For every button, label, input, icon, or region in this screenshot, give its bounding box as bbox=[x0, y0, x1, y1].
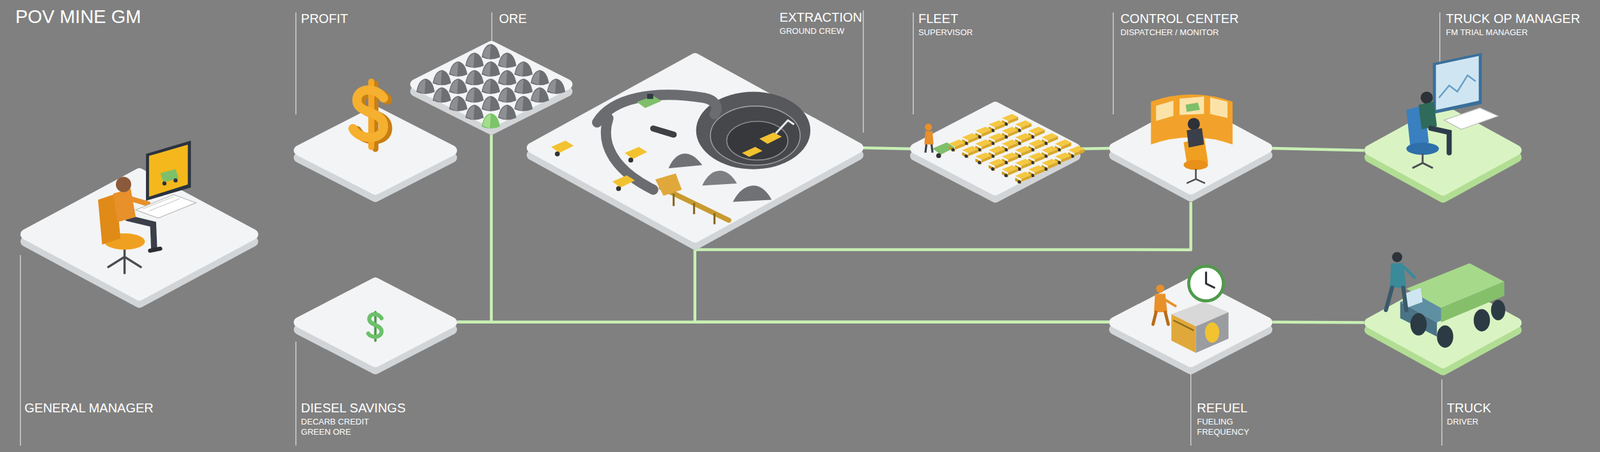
isometric-platform bbox=[910, 101, 1081, 203]
platform-top bbox=[531, 58, 859, 239]
node-heading: ORE bbox=[499, 11, 527, 27]
node-subtitle: FUELING FREQUENCY bbox=[1196, 417, 1273, 439]
node-label: EXTRACTIONGROUND CREW bbox=[779, 10, 863, 37]
platform-illustration bbox=[924, 114, 1085, 185]
node-label: GENERAL MANAGER bbox=[24, 401, 154, 416]
platform-node: PROFIT bbox=[293, 106, 457, 203]
node-label: PROFIT bbox=[300, 11, 348, 27]
isometric-platform bbox=[1364, 277, 1522, 376]
node-subtitle: DISPATCHER / MONITOR bbox=[1120, 27, 1240, 38]
leader-line-part bbox=[491, 12, 493, 45]
leader-line-part bbox=[1112, 12, 1114, 114]
node-label: FLEETSUPERVISOR bbox=[918, 11, 973, 38]
isometric-platform bbox=[1364, 104, 1522, 203]
platform-illustration bbox=[353, 81, 388, 150]
node-label: TRUCK OP MANAGERFM TRIAL MANAGER bbox=[1445, 11, 1581, 38]
platform-node: DIESEL SAVINGSDECARB CREDIT GREEN ORE bbox=[293, 277, 457, 375]
platform-illustration bbox=[416, 44, 566, 129]
leader-line bbox=[20, 10, 1442, 447]
node-heading: TRUCK bbox=[1447, 401, 1492, 416]
leader-line-part bbox=[295, 12, 297, 114]
platform-node: ORE bbox=[410, 40, 573, 136]
connector-line bbox=[695, 250, 1110, 323]
platform-node: CONTROL CENTERDISPATCHER / MONITOR bbox=[1109, 101, 1273, 202]
node-heading: FLEET bbox=[918, 11, 973, 27]
diagram-title: POV MINE GM bbox=[15, 7, 142, 28]
connector-line bbox=[1080, 147, 1110, 151]
platform-node: REFUELFUELING FREQUENCY bbox=[1109, 277, 1273, 375]
node-heading: DIESEL SAVINGS bbox=[300, 401, 406, 416]
platform-node: GENERAL MANAGER bbox=[20, 168, 258, 308]
leader-line-part bbox=[295, 341, 297, 447]
node-label: ORE bbox=[499, 11, 527, 27]
connector-line bbox=[1272, 148, 1365, 151]
node-heading: PROFIT bbox=[300, 11, 348, 27]
isometric-platform bbox=[526, 53, 864, 251]
leader-line-part bbox=[862, 10, 864, 133]
platform-node: TRUCKDRIVER bbox=[1364, 277, 1522, 376]
platform-node: TRUCK OP MANAGERFM TRIAL MANAGER bbox=[1364, 104, 1522, 203]
node-subtitle: FM TRIAL MANAGER bbox=[1445, 27, 1581, 38]
node-label: CONTROL CENTERDISPATCHER / MONITOR bbox=[1120, 11, 1240, 38]
isometric-platform bbox=[410, 40, 573, 136]
node-heading: REFUEL bbox=[1196, 401, 1273, 416]
platform-illustration bbox=[551, 91, 811, 224]
isometric-platform bbox=[1109, 277, 1273, 375]
leader-line-part bbox=[912, 12, 914, 114]
node-subtitle: SUPERVISOR bbox=[918, 27, 973, 38]
connector-line bbox=[863, 147, 911, 150]
node-heading: CONTROL CENTER bbox=[1120, 11, 1240, 27]
isometric-platform bbox=[293, 277, 457, 375]
platform-node: FLEETSUPERVISOR bbox=[910, 101, 1081, 203]
platform-illustration bbox=[368, 312, 383, 342]
node-label: DIESEL SAVINGSDECARB CREDIT GREEN ORE bbox=[300, 401, 406, 439]
connector-line bbox=[1272, 321, 1365, 325]
platform-illustration bbox=[97, 140, 196, 274]
platform-illustration bbox=[1150, 94, 1233, 184]
node-label: REFUELFUELING FREQUENCY bbox=[1196, 401, 1273, 439]
node-subtitle: DRIVER bbox=[1447, 417, 1492, 428]
node-heading: GENERAL MANAGER bbox=[24, 401, 154, 416]
isometric-platform bbox=[293, 106, 457, 203]
platform-top bbox=[1369, 110, 1517, 191]
connector-line bbox=[456, 321, 1110, 325]
platform-top bbox=[25, 173, 254, 296]
platform-illustration bbox=[1406, 53, 1498, 169]
platform-node: EXTRACTIONGROUND CREW bbox=[526, 53, 864, 251]
platform-top bbox=[298, 282, 452, 363]
node-label: TRUCKDRIVER bbox=[1447, 401, 1492, 428]
isometric-platform bbox=[20, 168, 258, 308]
node-heading: EXTRACTION bbox=[779, 10, 863, 25]
platform-illustration bbox=[1153, 266, 1229, 354]
node-subtitle: DECARB CREDIT GREEN ORE bbox=[300, 417, 378, 439]
connector-line bbox=[456, 134, 491, 322]
platform-illustration bbox=[1385, 252, 1506, 349]
node-subtitle: GROUND CREW bbox=[779, 26, 863, 37]
isometric-platform bbox=[1109, 101, 1273, 202]
leader-line-part bbox=[19, 255, 21, 447]
node-heading: TRUCK OP MANAGER bbox=[1445, 11, 1581, 27]
leader-line-part bbox=[1441, 379, 1442, 447]
